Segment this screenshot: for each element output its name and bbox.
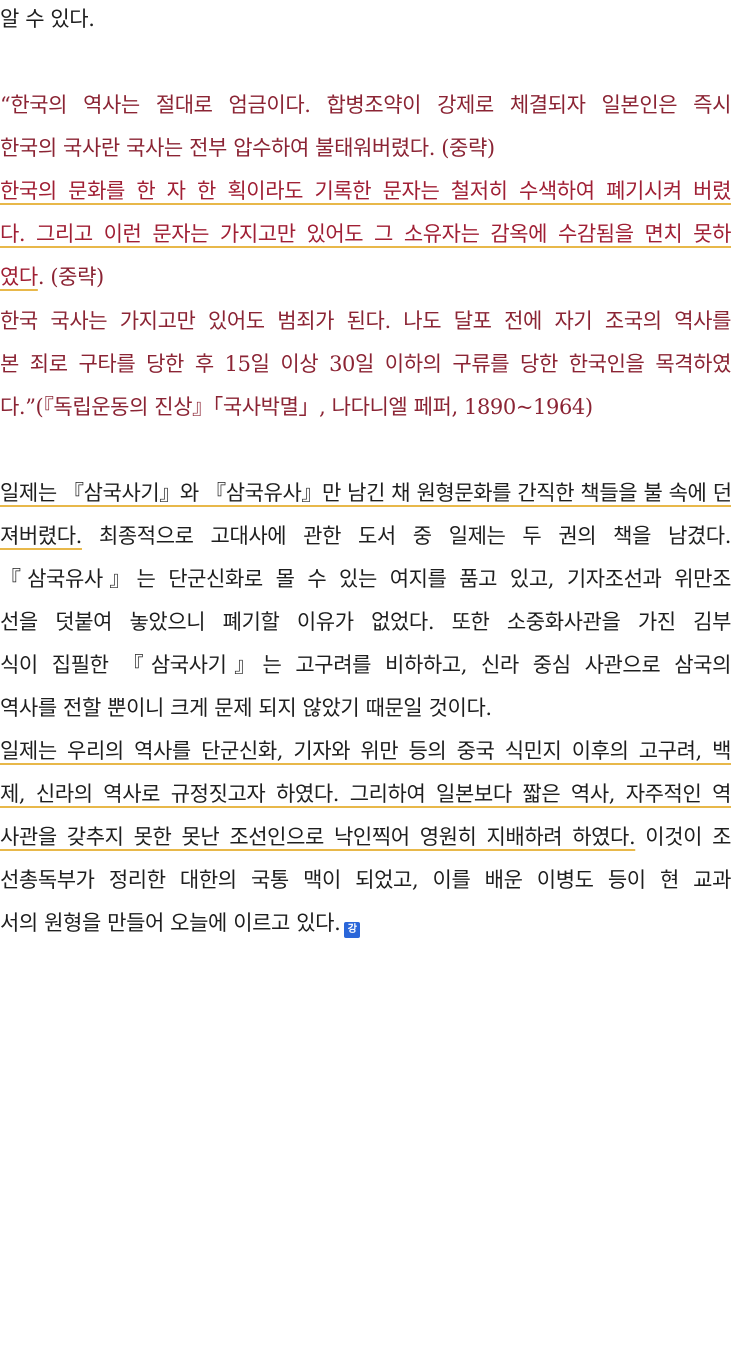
intro-tail: 알 수 있다. [0,7,95,31]
para2-highlight-1: 일제는 우리의 역사를 단군신화, 기자와 위만 등의 중국 식민지 이후의 고… [0,739,731,763]
para2-highlight-2: 제, 신라의 역사로 규정짓고자 하였다. 그리하여 일본보다 짧은 역사, 자… [0,782,731,806]
quote-line-2: 한국의 국사란 국사는 전부 압수하여 불태워버렸다. (중략) [0,136,495,160]
quote-highlight-3: 한국의 문화를 한 자 한 획이라도 기록한 문자는 철저히 수색하여 폐기시켜… [0,179,731,203]
quote-line-6: 한국 국사는 가지고만 있어도 범죄가 된다. 나도 달포 전에 자기 조국의 … [0,309,731,333]
para1-line-4: 선을 덧붙여 놓았으니 폐기할 이유가 없었다. 또한 소중화사관을 가진 김부 [0,610,731,634]
para1-line-3: 『삼국유사』는 단군신화로 몰 수 있는 여지를 품고 있고, 기자조선과 위만… [0,567,731,591]
para2-line-3-rest: 이것이 조 [635,825,731,849]
quote-line-8: 다.”(『독립운동의 진상』「국사박멸」, 나다니엘 페퍼, 1890~1964… [0,395,593,419]
para1-highlight-1: 일제는 『삼국사기』와 『삼국유사』만 남긴 채 원형문화를 간직한 책들을 불… [0,481,731,505]
para2-line-2: 제, 신라의 역사로 규정짓고자 하였다. 그리하여 일본보다 짧은 역사, 자… [0,776,731,812]
para1-line-1: 일제는 『삼국사기』와 『삼국유사』만 남긴 채 원형문화를 간직한 책들을 불… [0,475,731,511]
quote-line-3: 한국의 문화를 한 자 한 획이라도 기록한 문자는 철저히 수색하여 폐기시켜… [0,173,731,209]
quote-highlight-4: 다. 그리고 이런 문자는 가지고만 있어도 그 소유자는 감옥에 수감됨을 면… [0,222,731,246]
para2-line-4: 선총독부가 정리한 대한의 국통 맥이 되었고, 이를 배운 이병도 등이 현 … [0,868,731,892]
quote-line-5: 였다. (중략) [0,259,731,295]
para1-line-2-rest: 최종적으로 고대사에 관한 도서 중 일제는 두 권의 책을 남겼다. [81,524,731,548]
para2-line-5: 서의 원형을 만들어 오늘에 이르고 있다.강 [0,905,731,941]
quote-line-1: “한국의 역사는 절대로 엄금이다. 합병조약이 강제로 체결되자 일본인은 즉… [0,93,731,117]
quote-highlight-5: 였다 [0,265,38,289]
para1-line-2: 져버렸다. 최종적으로 고대사에 관한 도서 중 일제는 두 권의 책을 남겼다… [0,518,731,554]
para2-line-5-text: 서의 원형을 만들어 오늘에 이르고 있다. [0,911,341,935]
article-end-mark-icon: 강 [344,922,361,938]
quote-line-4: 다. 그리고 이런 문자는 가지고만 있어도 그 소유자는 감옥에 수감됨을 면… [0,216,731,252]
para1-line-5: 식이 집필한 『삼국사기』는 고구려를 비하하고, 신라 중심 사관으로 삼국의 [0,653,731,677]
quote-line-5-rest: . (중략) [37,265,104,289]
para1-highlight-2: 져버렸다. [0,524,82,548]
para1-line-6: 역사를 전할 뿐이니 크게 문제 되지 않았기 때문일 것이다. [0,696,492,720]
para2-line-1: 일제는 우리의 역사를 단군신화, 기자와 위만 등의 중국 식민지 이후의 고… [0,733,731,769]
para2-highlight-3: 사관을 갖추지 못한 못난 조선인으로 낙인찍어 영원히 지배하려 하였다. [0,825,636,849]
para2-line-3: 사관을 갖추지 못한 못난 조선인으로 낙인찍어 영원히 지배하려 하였다. 이… [0,819,731,855]
quote-line-7: 본 죄로 구타를 당한 후 15일 이상 30일 이하의 구류를 당한 한국인을… [0,352,731,376]
